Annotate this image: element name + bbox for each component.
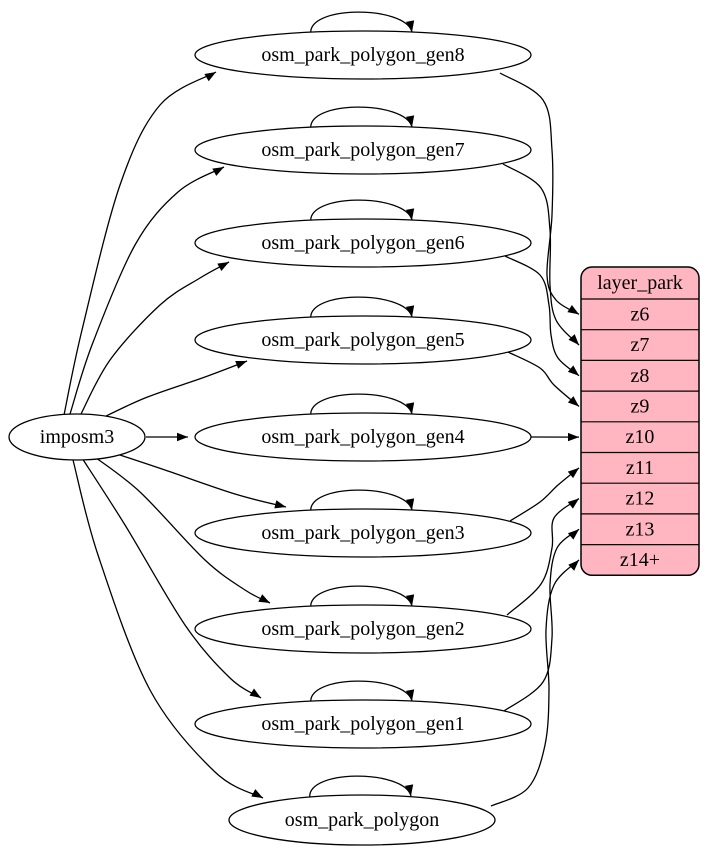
node-label-imposm3: imposm3: [40, 426, 114, 448]
node-gen1: osm_park_polygon_gen1: [195, 700, 531, 748]
edge-gen1-z13-arrowhead-icon: [568, 529, 579, 539]
node-gen4: osm_park_polygon_gen4: [195, 413, 531, 461]
node-gen3: osm_park_polygon_gen3: [195, 509, 531, 557]
edge-gen5-z9: [508, 352, 579, 406]
record-row-z6: z6: [631, 303, 650, 325]
record-node-layer-park: layer_park z6 z7 z8 z9 z10 z11 z12 z13 z14+: [581, 267, 699, 575]
edge-gen7-z7: [503, 164, 579, 345]
edge-gen6-z8: [505, 256, 579, 376]
edge-imposm3-gen5: [98, 361, 247, 420]
edge-gen4-z10-arrowhead-icon: [568, 433, 579, 441]
edge-gen3-z11-arrowhead-icon: [568, 468, 579, 478]
edge-imposm3-gen2-arrowhead-icon: [258, 594, 270, 603]
edge-imposm3-gen8: [64, 72, 216, 415]
record-row-z9: z9: [631, 395, 650, 417]
self-loop-polygon-arrowhead-icon: [405, 784, 413, 796]
node-gen5: osm_park_polygon_gen5: [195, 316, 531, 364]
edge-imposm3-gen4: [146, 433, 188, 441]
node-imposm3: imposm3: [9, 414, 145, 460]
self-loop-gen2-arrowhead-icon: [406, 594, 414, 606]
edge-gen6-z8-arrowhead-icon: [568, 365, 579, 375]
record-row-z8: z8: [631, 365, 650, 387]
record-title: layer_park: [597, 272, 683, 294]
edge-line: [503, 164, 579, 345]
edge-line: [108, 451, 286, 507]
record-row-z12: z12: [626, 488, 655, 510]
node-label-gen4: osm_park_polygon_gen4: [261, 426, 464, 448]
node-gen6: osm_park_polygon_gen6: [195, 219, 531, 267]
node-polygon: osm_park_polygon: [229, 795, 495, 845]
self-loop-gen8-arrowhead-icon: [406, 20, 414, 32]
record-row-z10: z10: [626, 426, 655, 448]
node-label-gen1: osm_park_polygon_gen1: [261, 713, 464, 735]
edge-imposm3-polygon-arrowhead-icon: [251, 789, 263, 798]
edge-line: [510, 468, 579, 521]
edge-imposm3-gen4-arrowhead-icon: [177, 433, 188, 441]
node-label-gen2: osm_park_polygon_gen2: [261, 618, 464, 640]
edge-gen2-z12-arrowhead-icon: [568, 499, 579, 509]
self-loop-gen1-arrowhead-icon: [406, 689, 414, 701]
edge-polygon-z14+-arrowhead-icon: [568, 560, 579, 571]
edge-line: [491, 560, 579, 806]
node-label-gen8: osm_park_polygon_gen8: [261, 44, 464, 66]
edge-imposm3-gen3: [108, 451, 286, 508]
edge-gen5-z9-arrowhead-icon: [568, 396, 579, 406]
edge-gen8-z6-arrowhead-icon: [567, 305, 579, 314]
edge-imposm3-gen3-arrowhead-icon: [274, 500, 286, 508]
self-loop-gen4-arrowhead-icon: [406, 402, 414, 414]
edge-gen7-z7-arrowhead-icon: [569, 334, 580, 345]
edge-imposm3-gen7: [70, 167, 224, 414]
self-loop-gen5-arrowhead-icon: [406, 305, 414, 317]
record-row-z11: z11: [626, 457, 654, 479]
node-gen2: osm_park_polygon_gen2: [195, 605, 531, 653]
edge-imposm3-gen8-arrowhead-icon: [204, 72, 216, 81]
edge-imposm3-gen6-arrowhead-icon: [217, 262, 229, 271]
edge-line: [98, 361, 247, 420]
record-row-z14+: z14+: [620, 549, 660, 571]
node-label-gen7: osm_park_polygon_gen7: [261, 139, 464, 161]
edge-gen4-z10: [531, 433, 579, 441]
self-loop-gen3-arrowhead-icon: [406, 498, 414, 510]
node-label-gen6: osm_park_polygon_gen6: [261, 232, 464, 254]
edge-imposm3-gen7-arrowhead-icon: [212, 167, 224, 176]
self-loop-gen6-arrowhead-icon: [406, 208, 414, 220]
edge-imposm3-gen5-arrowhead-icon: [235, 361, 247, 369]
node-label-gen3: osm_park_polygon_gen3: [261, 522, 464, 544]
edge-line: [70, 167, 224, 414]
record-row-z7: z7: [631, 334, 650, 356]
edge-line: [508, 352, 579, 406]
edge-gen8-z6: [500, 73, 579, 314]
edge-gen3-z11: [510, 468, 579, 521]
edge-line: [505, 256, 579, 376]
node-label-gen5: osm_park_polygon_gen5: [261, 329, 464, 351]
edge-imposm3-gen1-arrowhead-icon: [250, 689, 262, 699]
node-gen7: osm_park_polygon_gen7: [195, 126, 531, 174]
self-loop-gen7-arrowhead-icon: [406, 115, 414, 127]
edge-line: [64, 72, 216, 415]
edge-polygon-z14+: [491, 560, 579, 806]
edge-line: [500, 73, 579, 314]
record-row-z13: z13: [626, 518, 655, 540]
node-gen8: osm_park_polygon_gen8: [195, 31, 531, 79]
node-label-polygon: osm_park_polygon: [285, 809, 439, 831]
